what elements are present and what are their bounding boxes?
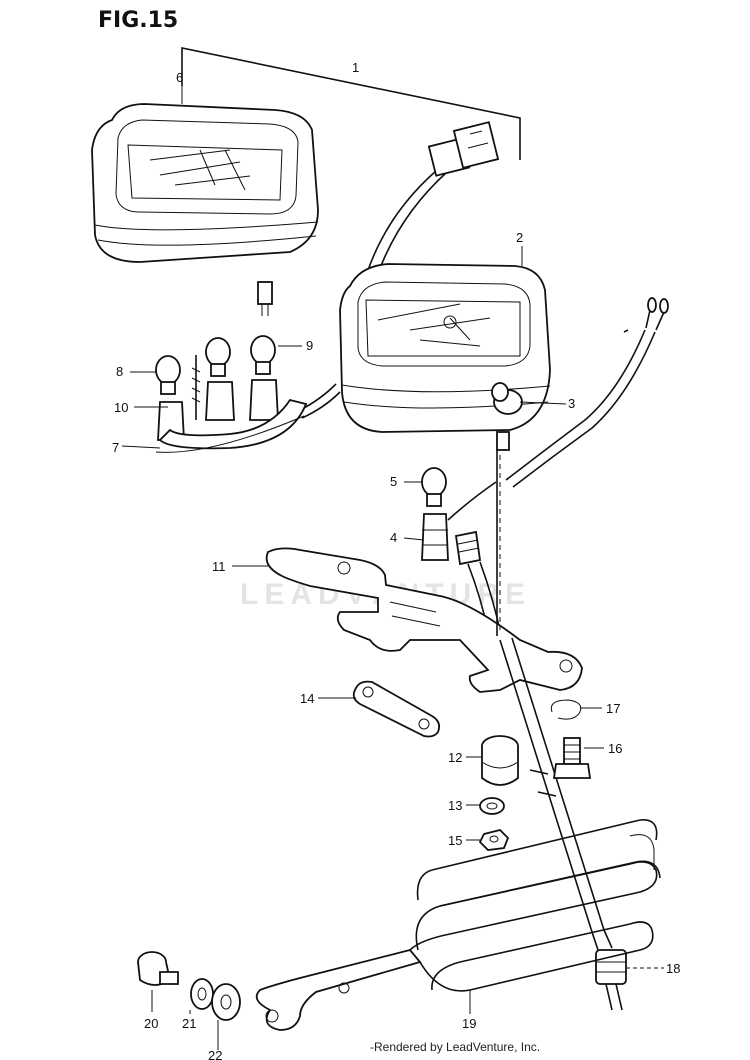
- speedo-bulb-assembly[interactable]: [421, 467, 497, 561]
- plain-washers[interactable]: [190, 978, 241, 1021]
- callout-20: 20: [144, 1016, 158, 1031]
- speedometer-meter[interactable]: [339, 263, 551, 451]
- callout-8: 8: [116, 364, 123, 379]
- damper-plate[interactable]: [352, 680, 441, 738]
- callout-3: 3: [568, 396, 575, 411]
- grommet[interactable]: [481, 735, 519, 786]
- bracket-washer[interactable]: [550, 699, 582, 720]
- cable-guide-bracket[interactable]: [255, 819, 661, 1031]
- nut[interactable]: [478, 829, 510, 851]
- callout-5: 5: [390, 474, 397, 489]
- reset-knob[interactable]: [491, 382, 523, 415]
- callout-19: 19: [462, 1016, 476, 1031]
- render-credit: -Rendered by LeadVenture, Inc.: [370, 1040, 541, 1054]
- callout-10: 10: [114, 400, 128, 415]
- speedometer-cable: [496, 450, 613, 951]
- wire-harness: [299, 121, 500, 419]
- callout-7: 7: [112, 440, 119, 455]
- rubber-damper[interactable]: [137, 951, 179, 986]
- callout-16: 16: [608, 741, 622, 756]
- callout-2: 2: [516, 230, 523, 245]
- lead-wire: [505, 297, 669, 488]
- tach-bulb-assembly[interactable]: [155, 335, 308, 453]
- assembly-bracket-1: [181, 47, 521, 160]
- callout-21: 21: [182, 1016, 196, 1031]
- callout-11: 11: [212, 559, 226, 574]
- figure-title: FIG.15: [98, 8, 179, 33]
- callout-15: 15: [448, 833, 462, 848]
- callout-1: 1: [352, 60, 359, 75]
- washer[interactable]: [479, 797, 505, 815]
- meter-bracket[interactable]: [265, 547, 583, 693]
- callout-12: 12: [448, 750, 462, 765]
- leader-lines: [121, 86, 664, 1050]
- callout-4: 4: [390, 530, 397, 545]
- callout-18: 18: [666, 961, 680, 976]
- tachometer-meter[interactable]: [91, 103, 319, 316]
- callout-22: 22: [208, 1048, 222, 1060]
- callout-9: 9: [306, 338, 313, 353]
- callout-13: 13: [448, 798, 462, 813]
- bolt[interactable]: [552, 737, 592, 779]
- callout-6: 6: [176, 70, 183, 85]
- callout-17: 17: [606, 701, 620, 716]
- callout-14: 14: [300, 691, 314, 706]
- callout-labels: 1 2 3 4 5 6 7 8 9 10 11 12 13 14 15 16 1…: [112, 60, 680, 1060]
